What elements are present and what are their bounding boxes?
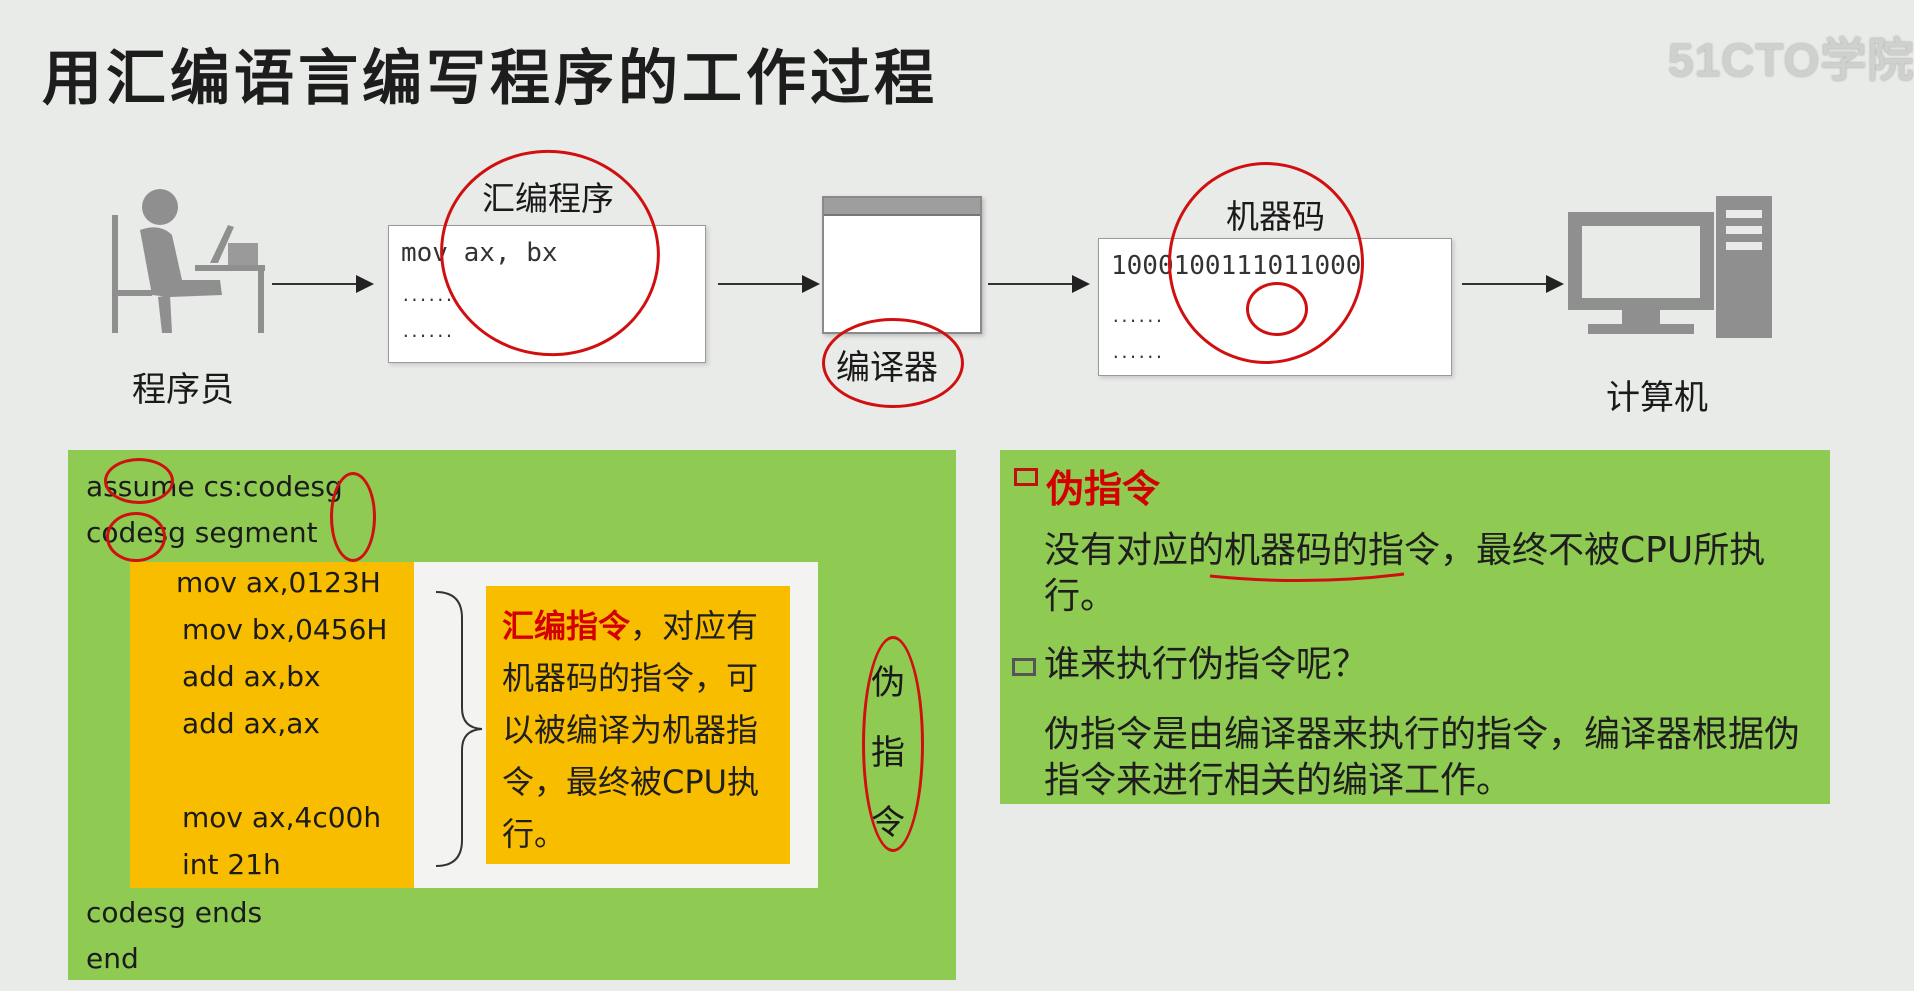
right-question: 谁来执行伪指令呢？ — [1044, 644, 1369, 685]
asm-program-box: mov ax, bx ...... ...... — [388, 225, 706, 363]
flow-arrow — [272, 275, 374, 293]
compiler-window-icon — [822, 196, 982, 334]
annotation-circle — [106, 512, 166, 562]
code-line-instr: mov ax,4c00h — [182, 801, 382, 834]
code-line-ends: codesg ends — [86, 896, 263, 929]
computer-icon — [1568, 196, 1772, 338]
slide-title: 用汇编语言编写程序的工作过程 — [42, 44, 938, 114]
bullet-icon — [1012, 658, 1036, 676]
asm-instruction-callout: 汇编指令，对应有机器码的指令，可以被编译为机器指令，最终被CPU执行。 — [486, 586, 790, 864]
pseudo-instruction-panel — [1000, 450, 1830, 804]
code-line-instr: mov bx,0456H — [182, 613, 388, 646]
right-heading: 伪指令 — [1046, 467, 1161, 511]
flow-arrow — [718, 275, 820, 293]
ellipsis: ...... — [1111, 307, 1164, 326]
ellipsis: ...... — [401, 322, 454, 341]
code-line-instr: add ax,bx — [182, 660, 321, 693]
asm-program-label: 汇编程序 — [482, 179, 614, 218]
right-para2: 伪指令是由编译器来执行的指令，编译器根据伪指令来进行相关的编译工作。 — [1044, 714, 1801, 801]
annotation-circle — [1246, 282, 1308, 336]
right-para1: 没有对应的机器码的指令，最终不被CPU所执行。 — [1044, 530, 1766, 617]
asm-code-line: mov ax, bx — [401, 238, 558, 268]
code-line-instr: add ax,ax — [182, 707, 320, 740]
programmer-label: 程序员 — [132, 370, 234, 410]
annotation-circle — [330, 472, 376, 562]
annotation-circle — [862, 636, 924, 852]
brace-icon — [435, 591, 483, 867]
watermark-logo: 51CTO学院 — [1668, 34, 1914, 86]
flow-arrow — [1462, 275, 1564, 293]
callout-text: ，对应有机器码的指令，可以被编译为机器指令，最终被CPU执行。 — [502, 607, 760, 853]
programmer-icon — [112, 189, 265, 333]
bullet-icon — [1014, 468, 1038, 486]
computer-label: 计算机 — [1606, 378, 1708, 418]
flow-arrow — [988, 275, 1090, 293]
ellipsis: ...... — [401, 286, 454, 305]
code-line-instr: mov ax,0123H — [176, 566, 381, 599]
code-line-instr: int 21h — [182, 848, 281, 881]
code-line-end: end — [86, 942, 139, 975]
annotation-underline — [1209, 572, 1405, 583]
annotation-circle — [822, 318, 964, 408]
ellipsis: ...... — [1111, 343, 1164, 362]
instruction-block — [130, 562, 414, 888]
annotation-circle — [1168, 162, 1364, 364]
annotation-circle — [104, 458, 174, 504]
callout-highlight: 汇编指令 — [502, 607, 631, 645]
